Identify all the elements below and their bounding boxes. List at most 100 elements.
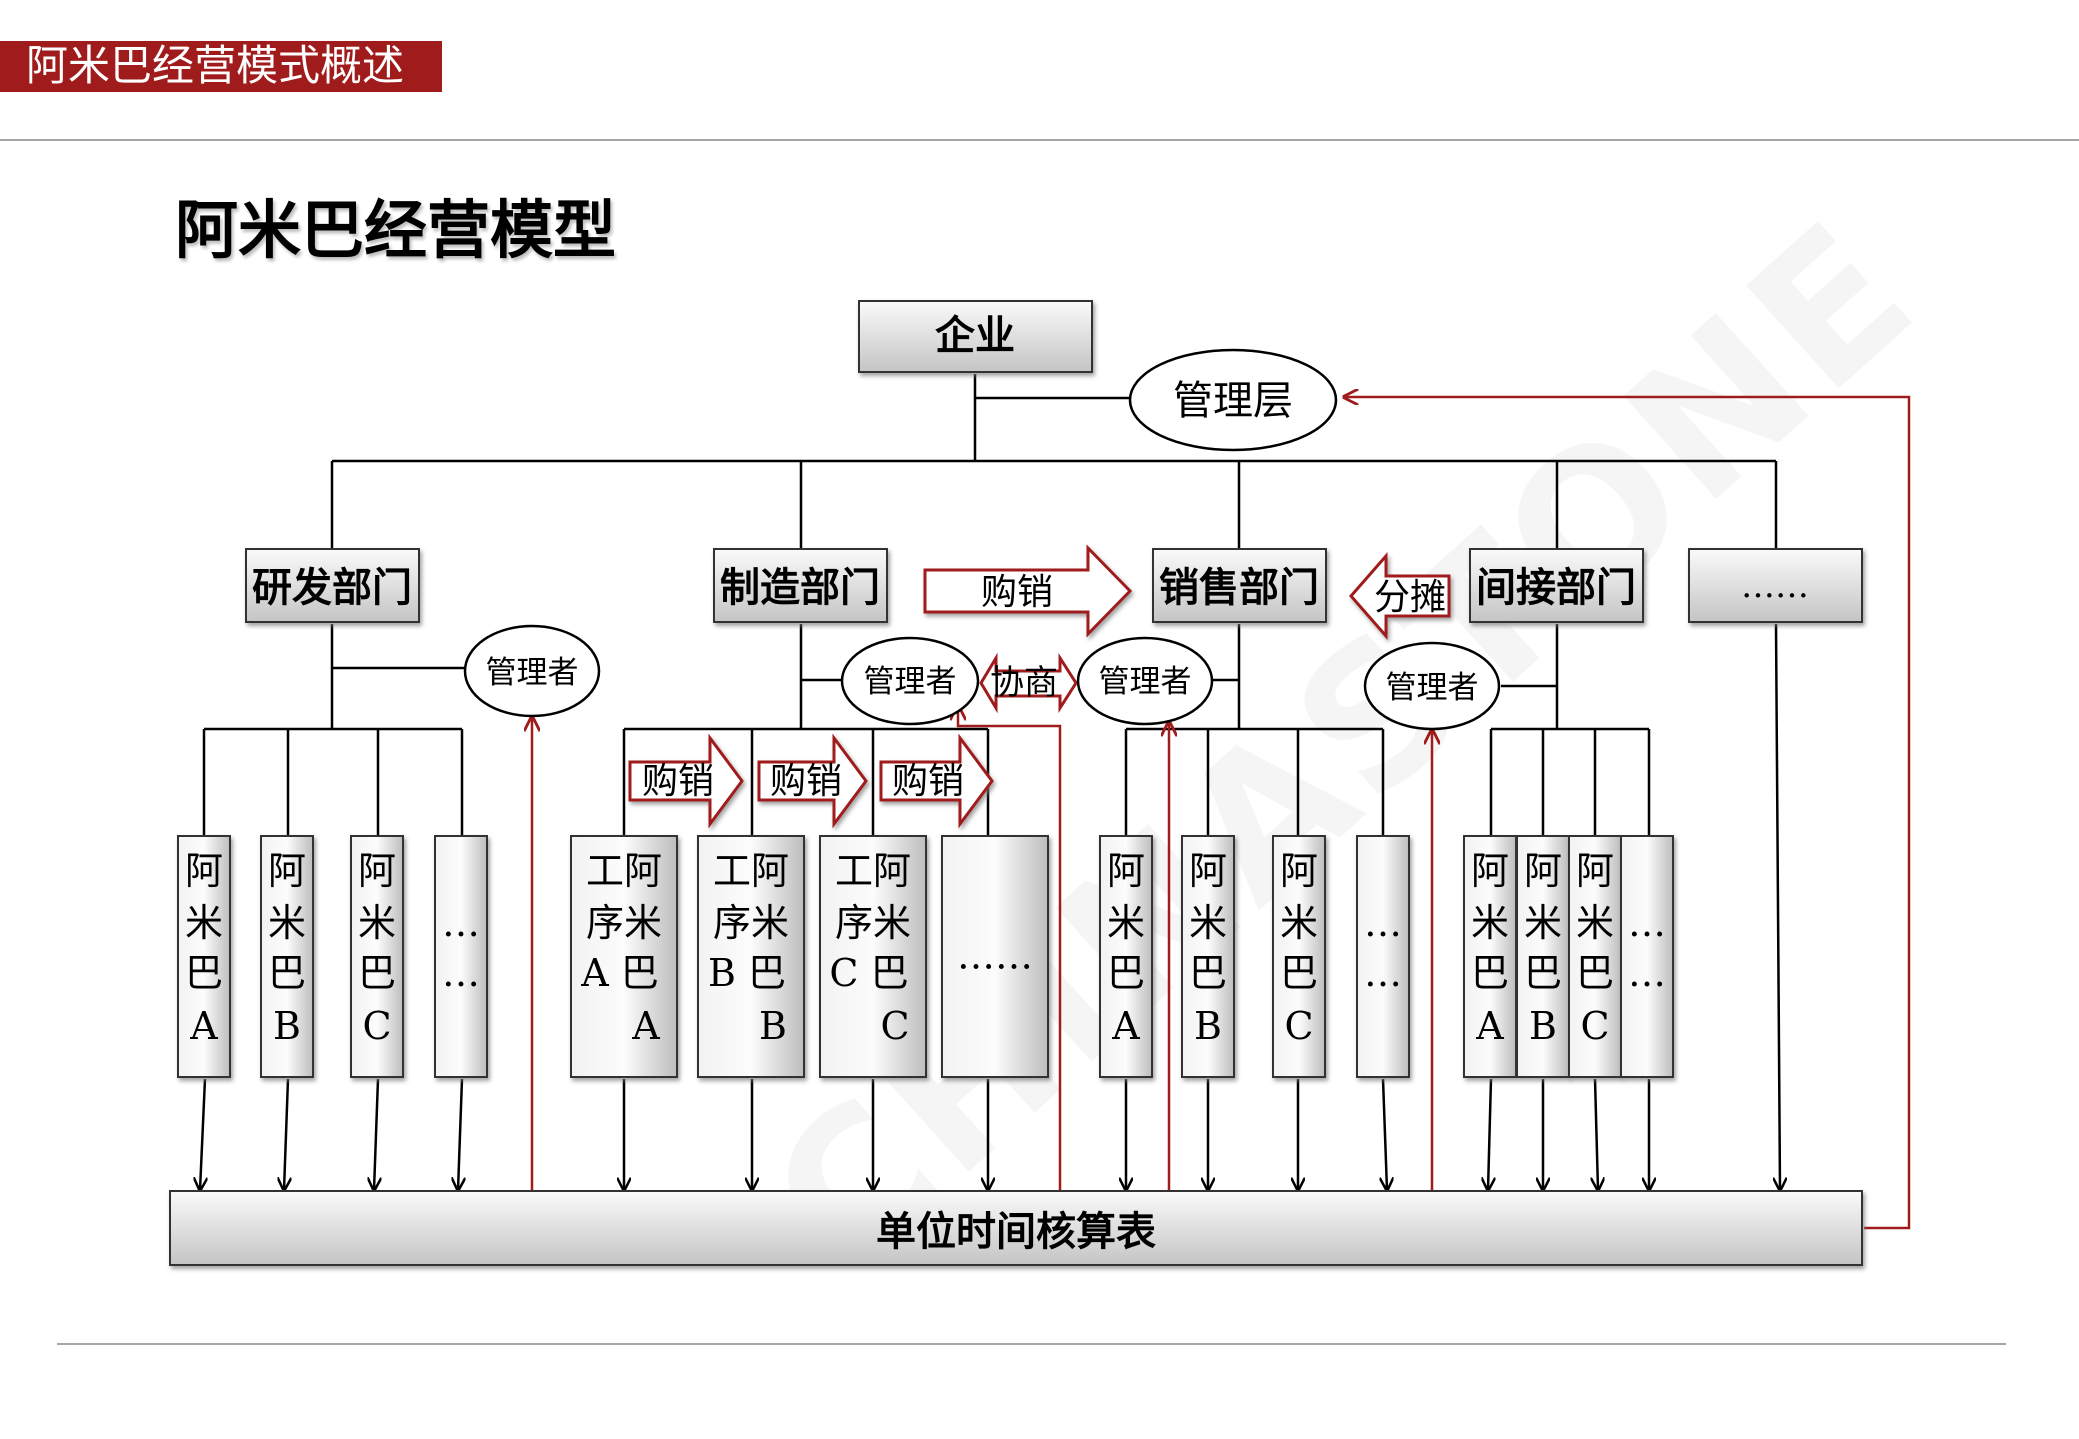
unit-text-line: 阿	[1471, 849, 1509, 893]
unit-text-line: 巴	[358, 951, 396, 995]
unit-box	[1356, 835, 1410, 1078]
arrow-label-share: 分摊	[1374, 577, 1446, 618]
dept-sales-label: 销售部门	[1159, 565, 1319, 611]
manager-indirect: 管理者	[1363, 641, 1501, 731]
unit-text-line: 米	[1107, 901, 1145, 945]
unit-text-line: 阿	[1576, 849, 1614, 893]
unit-text-line: A 巴	[580, 951, 659, 995]
mfg-to-sales-arrow: 购销	[923, 544, 1133, 638]
unit-text-line: C	[362, 1004, 391, 1048]
arrow-label-purchase: 购销	[981, 572, 1053, 613]
arrow-label-3: 购销	[892, 761, 964, 802]
unit-text-line: ……	[957, 934, 1033, 978]
unit-text-line: B	[1529, 1004, 1557, 1048]
unit-text-line: 米	[1524, 901, 1562, 945]
unit-text-line: 米	[1189, 901, 1227, 945]
enterprise-node: 企业	[858, 300, 1093, 373]
manager-sales: 管理者	[1076, 636, 1214, 726]
manager-indirect-label: 管理者	[1386, 670, 1479, 706]
unit-text-line: B 巴	[708, 951, 786, 995]
unit-text-line: 阿	[1189, 849, 1227, 893]
manager-rd-label: 管理者	[486, 655, 579, 691]
unit-text-line: 巴	[1107, 951, 1145, 995]
unit-text-line: 序米	[835, 901, 911, 945]
unit-text-line: 巴	[268, 951, 306, 995]
unit-box	[177, 835, 231, 1078]
unit-indirect-4: ……	[1620, 835, 1674, 1078]
unit-sales-4: ……	[1356, 835, 1410, 1078]
unit-text-line: 阿	[358, 849, 396, 893]
unit-text-line: C	[1580, 1004, 1609, 1048]
unit-text-line: 米	[1471, 901, 1509, 945]
unit-text-line: 米	[1280, 901, 1318, 945]
header-bar	[0, 41, 442, 92]
unit-text-line: 工阿	[835, 849, 911, 893]
unit-text-line: A	[1475, 1004, 1504, 1048]
share-arrow: 分摊	[1349, 552, 1451, 640]
unit-text-line: 米	[268, 901, 306, 945]
dept-sales: 销售部门	[1152, 548, 1327, 623]
indirect-connectors	[1489, 624, 1651, 836]
unit-text-line: …	[442, 901, 480, 945]
unit-text-line: 巴	[1524, 951, 1562, 995]
page-title: 阿米巴经营模型	[175, 194, 616, 267]
enterprise-label: 企业	[935, 313, 1015, 359]
dept-manufacturing-label: 制造部门	[720, 565, 880, 611]
process-arrow-2: 购销	[757, 733, 868, 829]
dept-rd-label: 研发部门	[252, 565, 412, 611]
unit-text-line: B	[1194, 1004, 1222, 1048]
manager-manufacturing: 管理者	[840, 636, 980, 726]
unit-text-line: 巴	[1576, 951, 1614, 995]
unit-box	[570, 835, 678, 1078]
unit-text-line: …	[442, 951, 480, 995]
bottom-divider	[57, 1343, 2006, 1345]
unit-box	[941, 835, 1049, 1078]
tree-connectors	[330, 374, 1778, 549]
unit-box	[1099, 835, 1153, 1078]
unit-text-line: B	[759, 1004, 787, 1048]
unit-box	[260, 835, 314, 1078]
unit-text-line: A	[189, 1004, 218, 1048]
unit-text-line: …	[1364, 901, 1402, 945]
unit-box	[1516, 835, 1570, 1078]
unit-box	[1568, 835, 1622, 1078]
unit-rd-4: ……	[434, 835, 488, 1078]
unit-text-line: 阿	[1280, 849, 1318, 893]
unit-text-line: C	[1284, 1004, 1313, 1048]
unit-text-line: A	[1111, 1004, 1140, 1048]
management-node: 管理层	[1128, 348, 1338, 452]
unit-text-line: …	[1628, 901, 1666, 945]
arrow-label-2: 购销	[770, 761, 842, 802]
unit-box	[1181, 835, 1235, 1078]
unit-text-line: 阿	[1524, 849, 1562, 893]
manager-rd: 管理者	[463, 624, 601, 718]
unit-text-line: C 巴	[829, 951, 908, 995]
unit-box	[697, 835, 805, 1078]
unit-text-line: 米	[358, 901, 396, 945]
dept-rd: 研发部门	[245, 548, 420, 623]
table-label: 单位时间核算表	[876, 1209, 1156, 1255]
management-label: 管理层	[1173, 378, 1293, 424]
unit-time-accounting-table: 单位时间核算表	[169, 1190, 1863, 1266]
unit-box	[434, 835, 488, 1078]
dept-indirect: 间接部门	[1469, 548, 1644, 623]
unit-text-line: 序米	[586, 901, 662, 945]
unit-text-line: …	[1628, 951, 1666, 995]
dept-indirect-label: 间接部门	[1476, 565, 1636, 611]
unit-text-line: 巴	[1189, 951, 1227, 995]
unit-box	[819, 835, 927, 1078]
top-divider	[0, 139, 2079, 141]
manager-sales-label: 管理者	[1099, 664, 1192, 700]
unit-text-line: A	[631, 1004, 660, 1048]
unit-box	[1620, 835, 1674, 1078]
unit-text-line: 巴	[185, 951, 223, 995]
unit-text-line: 米	[185, 901, 223, 945]
